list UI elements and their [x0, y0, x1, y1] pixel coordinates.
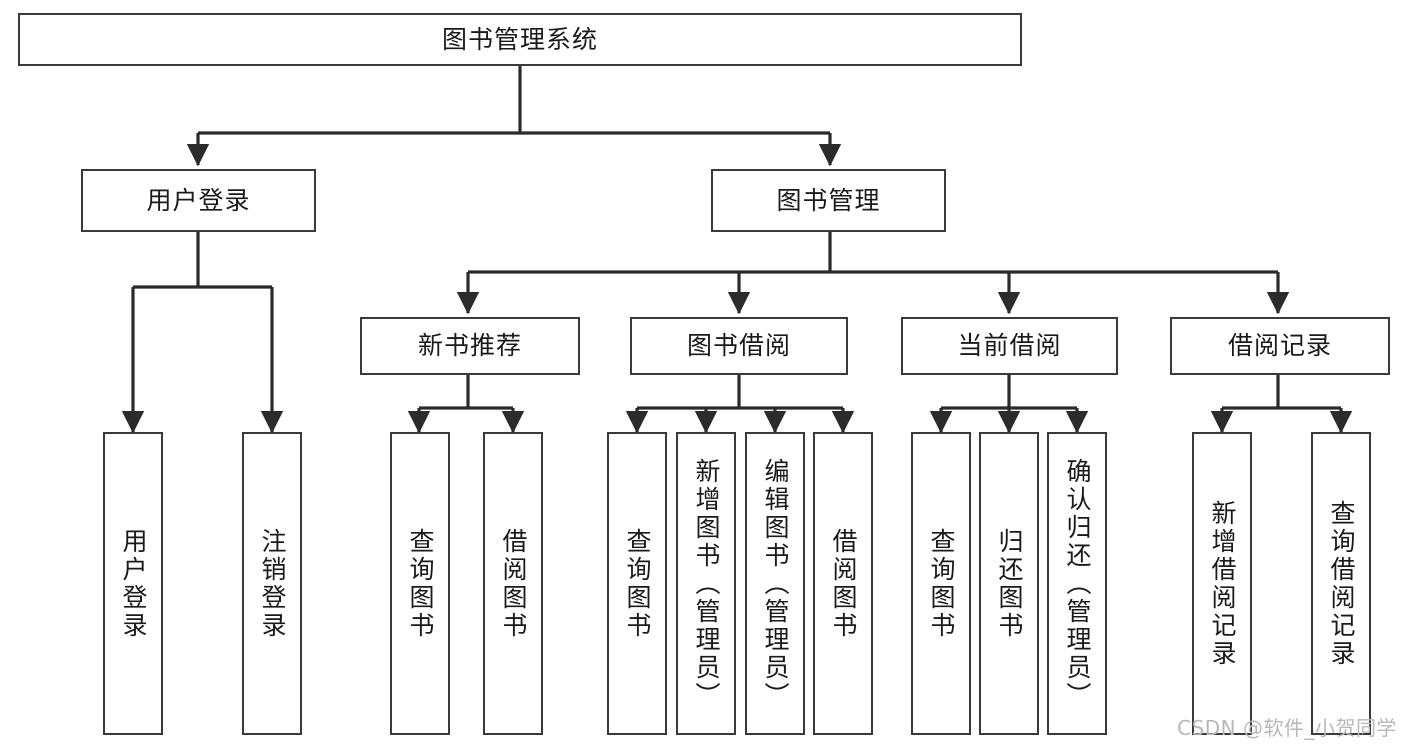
leaf-current-confirm-return-admin[interactable]: 确认归还（管理员） [1047, 432, 1107, 735]
node-label: 查询图书 [927, 527, 956, 640]
node-label: 查询图书 [406, 527, 435, 640]
node-label: 注销登录 [258, 527, 287, 640]
node-label: 图书借阅 [686, 331, 791, 361]
leaf-record-query-record[interactable]: 查询借阅记录 [1311, 432, 1371, 735]
node-label: 用户登录 [119, 527, 148, 640]
leaf-current-query-book[interactable]: 查询图书 [911, 432, 971, 735]
node-label: 查询图书 [623, 527, 652, 640]
leaf-record-add-record[interactable]: 新增借阅记录 [1192, 432, 1252, 735]
node-label: 当前借阅 [957, 331, 1062, 361]
node-current-borrow[interactable]: 当前借阅 [901, 317, 1118, 375]
leaf-recommend-borrow-book[interactable]: 借阅图书 [483, 432, 543, 735]
node-new-book-recommend[interactable]: 新书推荐 [360, 317, 580, 375]
node-label: 用户登录 [146, 185, 251, 215]
node-label: 新增图书（管理员） [692, 457, 721, 710]
leaf-borrow-borrow-book[interactable]: 借阅图书 [813, 432, 873, 735]
node-label: 图书管理系统 [441, 24, 598, 54]
leaf-recommend-query-book[interactable]: 查询图书 [390, 432, 450, 735]
node-label: 借阅记录 [1227, 331, 1332, 361]
node-label: 确认归还（管理员） [1063, 457, 1092, 710]
node-borrow-record[interactable]: 借阅记录 [1170, 317, 1390, 375]
leaf-user-login-login[interactable]: 用户登录 [103, 432, 163, 735]
node-label: 编辑图书（管理员） [761, 457, 790, 710]
node-label: 新增借阅记录 [1208, 499, 1237, 668]
node-label: 借阅图书 [499, 527, 528, 640]
leaf-current-return-book[interactable]: 归还图书 [979, 432, 1039, 735]
node-label: 图书管理 [776, 185, 881, 215]
node-label: 借阅图书 [829, 527, 858, 640]
leaf-borrow-edit-book-admin[interactable]: 编辑图书（管理员） [745, 432, 805, 735]
node-label: 查询借阅记录 [1327, 499, 1356, 668]
leaf-borrow-query-book[interactable]: 查询图书 [607, 432, 667, 735]
node-root-system[interactable]: 图书管理系统 [18, 13, 1022, 66]
node-book-management[interactable]: 图书管理 [711, 169, 946, 232]
csdn-watermark: CSDN @软件_小贺同学 [1177, 716, 1397, 740]
node-book-borrow[interactable]: 图书借阅 [630, 317, 848, 375]
node-user-login[interactable]: 用户登录 [81, 169, 316, 232]
node-label: 新书推荐 [417, 331, 522, 361]
leaf-user-login-logout[interactable]: 注销登录 [242, 432, 302, 735]
node-label: 归还图书 [995, 527, 1024, 640]
leaf-borrow-add-book-admin[interactable]: 新增图书（管理员） [676, 432, 736, 735]
